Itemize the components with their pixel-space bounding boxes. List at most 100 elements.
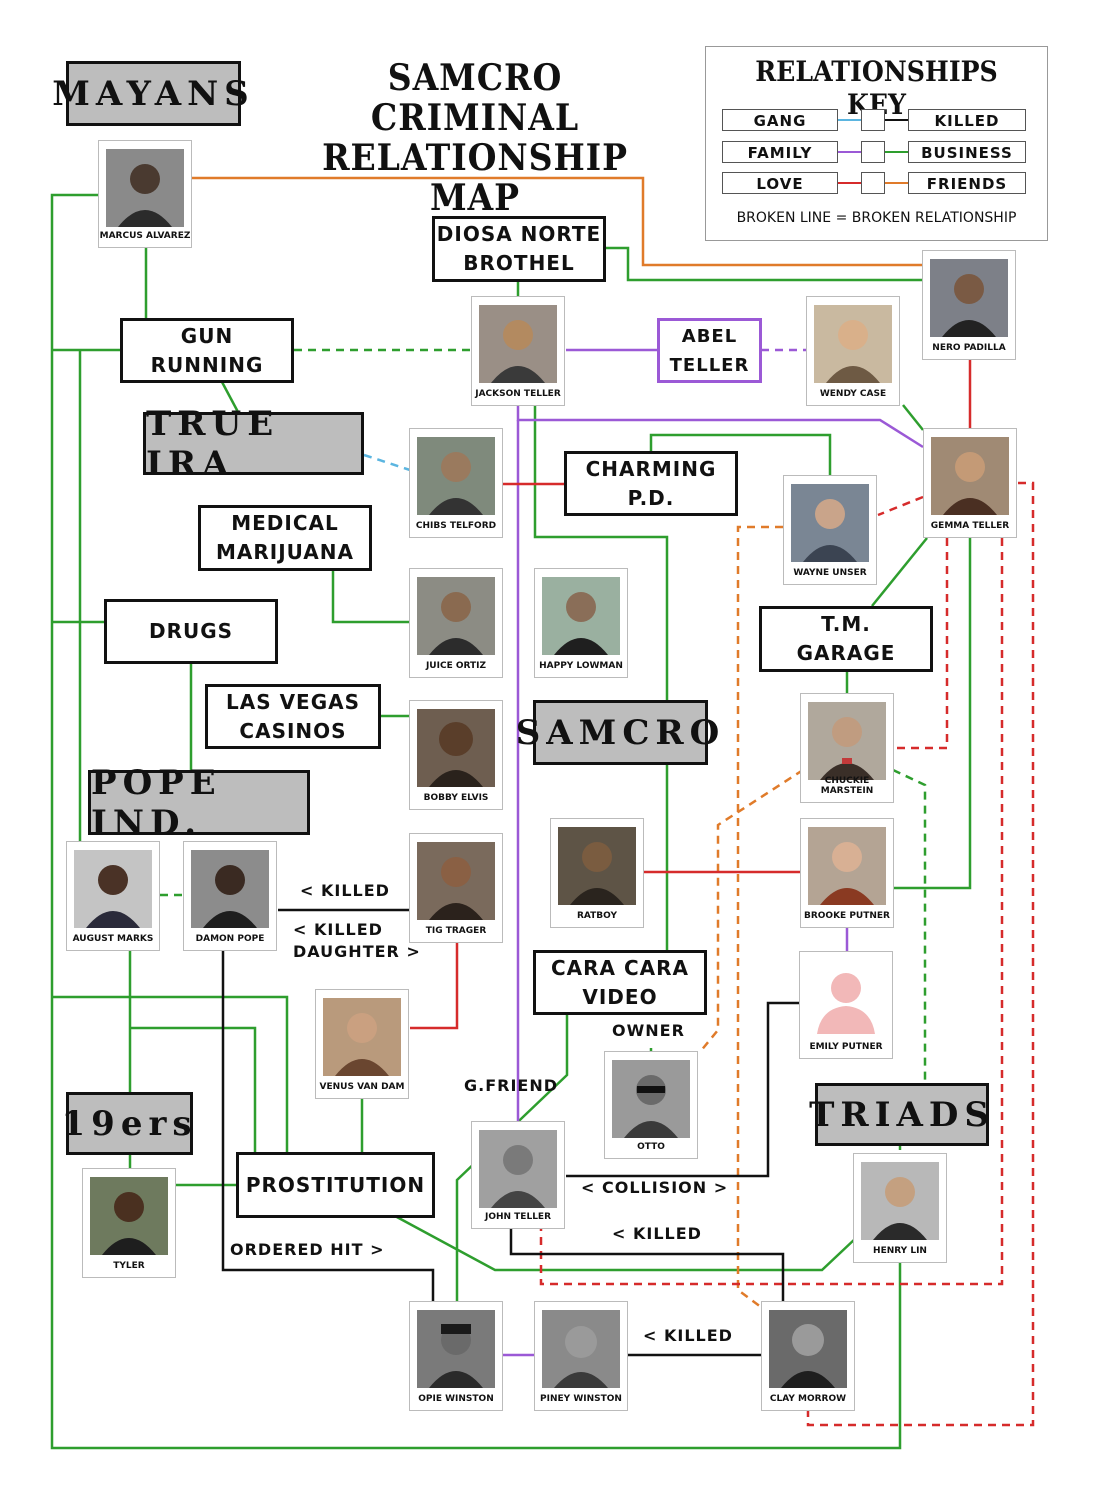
person-card-brooke-putner: BROOKE PUTNER <box>800 818 894 928</box>
person-card-jackson-teller: JACKSON TELLER <box>471 296 565 406</box>
portrait-image <box>106 149 184 227</box>
key-line-swatches <box>838 119 908 184</box>
line-prost-from-drugs <box>52 995 289 1153</box>
person-name: JOHN TELLER <box>484 1212 552 1222</box>
person-card-chuckie-marstein: CHUCKIE MARSTEIN <box>800 693 894 803</box>
label-killed-john: < KILLED <box>612 1224 702 1243</box>
portrait-image <box>417 709 495 787</box>
label-killed-piney: < KILLED <box>643 1326 733 1345</box>
line-damon-opie <box>221 950 435 1302</box>
line-cpd-wayne <box>649 433 832 476</box>
person-name: JUICE ORTIZ <box>425 661 487 671</box>
gang-true-ira: TRUE IRA <box>143 404 364 484</box>
person-card-opie-winston: OPIE WINSTON <box>409 1301 503 1411</box>
line-john-emily <box>566 1001 800 1178</box>
portrait-image <box>612 1060 690 1138</box>
portrait-image <box>542 577 620 655</box>
portrait-image <box>417 437 495 515</box>
person-name: CHIBS TELFORD <box>415 521 497 531</box>
person-name: EMILY PUTNER <box>809 1042 883 1052</box>
person-card-piney-winston: PINEY WINSTON <box>534 1301 628 1411</box>
person-card-bobby-elvis: BOBBY ELVIS <box>409 700 503 810</box>
person-card-marcus-alvarez: MARCUS ALVAREZ <box>98 140 192 248</box>
map-title-line1: SAMCRO CRIMINAL <box>370 57 580 139</box>
key-family-label: FAMILY <box>722 141 838 163</box>
key-note: BROKEN LINE = BROKEN RELATIONSHIP <box>736 210 1017 226</box>
person-name: TYLER <box>113 1261 145 1271</box>
portrait-image <box>558 827 636 905</box>
placeholder-avatar-icon <box>807 960 885 1038</box>
label-ordered-hit: ORDERED HIT > <box>230 1240 385 1259</box>
line-gemma-tm <box>871 537 928 607</box>
label-gfriend: G.FRIEND <box>464 1076 559 1095</box>
person-name: DAMON POPE <box>195 934 265 944</box>
gang-triads: TRIADS <box>809 1083 989 1146</box>
portrait-image <box>861 1162 939 1240</box>
person-card-tig-trager: TIG TRAGER <box>409 833 503 943</box>
business-tm-garage: T.M.GARAGE <box>759 606 933 672</box>
label-collision: < COLLISION > <box>581 1178 729 1197</box>
person-card-wendy-case: WENDY CASE <box>806 296 900 406</box>
gang-mayans: MAYANS <box>52 61 249 126</box>
line-jax-gemma <box>516 405 924 449</box>
person-name: HAPPY LOWMAN <box>539 661 623 671</box>
business-gun-line1: GUN <box>180 323 234 348</box>
gang-samcro: SAMCRO <box>516 700 719 765</box>
key-business-label: BUSINESS <box>908 141 1026 163</box>
person-card-venus-van-dam: VENUS VAN DAM <box>315 989 409 1099</box>
line-tig-venus <box>410 943 459 1030</box>
portrait-image <box>417 1310 495 1388</box>
person-name: VENUS VAN DAM <box>319 1082 405 1092</box>
map-title: SAMCRO CRIMINAL RELATIONSHIP MAP <box>314 58 636 218</box>
business-lv-line1: LAS VEGAS <box>225 689 361 714</box>
line-prost-henry <box>394 1214 857 1272</box>
portrait-image <box>931 437 1009 515</box>
business-lv-line2: CASINOS <box>239 718 347 743</box>
portrait-image <box>791 484 869 562</box>
business-prostitution: PROSTITUTION <box>236 1152 435 1218</box>
person-card-gemma-teller: GEMMA TELLER <box>923 428 1017 538</box>
person-card-juice-ortiz: JUICE ORTIZ <box>409 568 503 678</box>
portrait-image <box>814 305 892 383</box>
portrait-image <box>930 259 1008 337</box>
portrait-image <box>191 850 269 928</box>
line-gemma-chuckie <box>893 538 949 750</box>
person-card-happy-lowman: HAPPY LOWMAN <box>534 568 628 678</box>
person-card-chibs-telford: CHIBS TELFORD <box>409 428 503 538</box>
business-medmar-line2: MARIJUANA <box>216 540 354 564</box>
gang-pope-ind: POPE IND. <box>88 763 310 843</box>
line-medmar-juice <box>331 570 410 624</box>
line-gemma-john <box>539 538 1004 1286</box>
person-name: CLAY MORROW <box>769 1394 847 1404</box>
business-drugs-line1: DRUGS <box>148 619 234 643</box>
line-chuckie-triads <box>892 768 927 1083</box>
business-las-vegas-casinos: LAS VEGAS CASINOS <box>205 684 381 749</box>
portrait-image <box>323 998 401 1076</box>
line-prost-from-august <box>130 1026 257 1153</box>
business-drugs: DRUGS <box>104 599 278 664</box>
line-ira-chibs <box>363 453 411 472</box>
key-friends-label: FRIENDS <box>908 172 1026 194</box>
portrait-image <box>479 305 557 383</box>
person-name: CHUCKIE MARSTEIN <box>820 776 874 796</box>
key-title: RELATIONSHIPS KEY <box>755 55 998 121</box>
person-card-nero-padilla: NERO PADILLA <box>922 250 1016 360</box>
person-name: RATBOY <box>576 911 618 921</box>
business-medical-marijuana: MEDICAL MARIJUANA <box>198 505 372 571</box>
person-card-clay-morrow: CLAY MORROW <box>761 1301 855 1411</box>
line-diosa-nero <box>605 246 922 282</box>
person-card-damon-pope: DAMON POPE <box>183 841 277 951</box>
person-card-henry-lin: HENRY LIN <box>853 1153 947 1263</box>
key-love-label: LOVE <box>722 172 838 194</box>
business-cpd-line1: CHARMING <box>585 456 717 481</box>
line-marcus-nero <box>192 176 922 267</box>
portrait-image <box>542 1310 620 1388</box>
person-card-wayne-unser: WAYNE UNSER <box>783 475 877 585</box>
portrait-image <box>417 577 495 655</box>
person-name: NERO PADILLA <box>932 343 1006 353</box>
person-name: PINEY WINSTON <box>540 1394 622 1404</box>
business-medmar-line1: MEDICAL <box>231 511 339 535</box>
